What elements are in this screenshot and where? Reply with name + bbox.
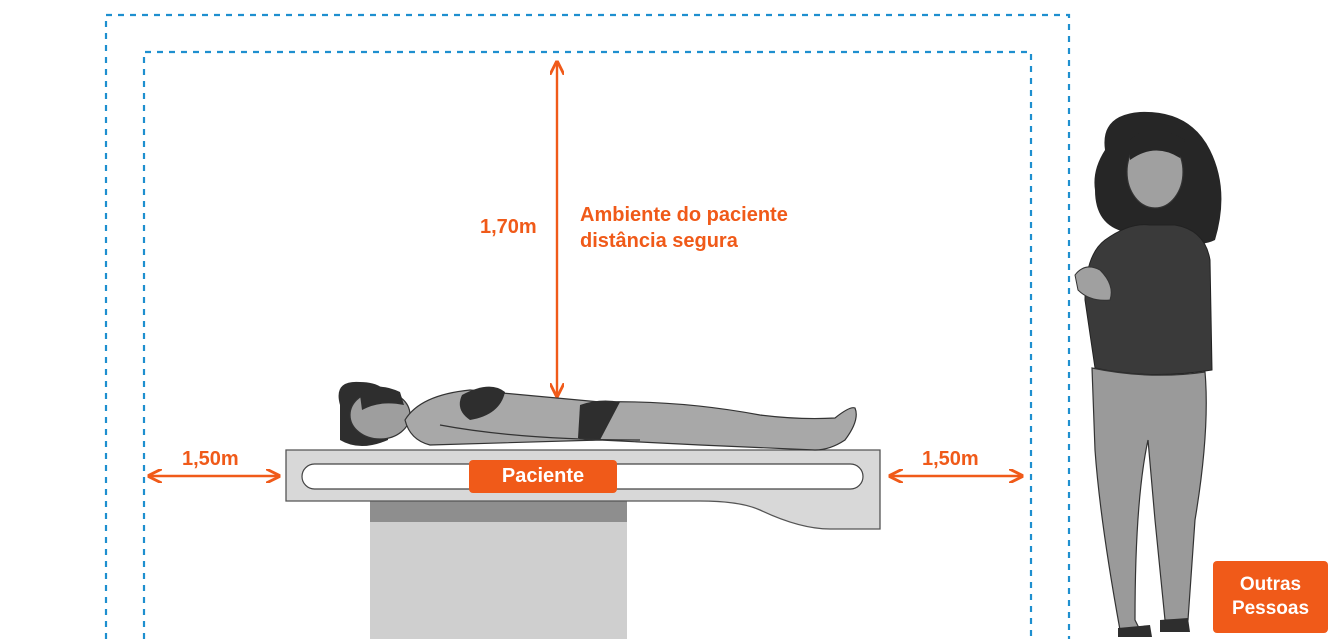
others-badge: Outras Pessoas	[1213, 561, 1328, 633]
patient-badge: Paciente	[469, 460, 617, 493]
right-distance-label: 1,50m	[922, 448, 979, 470]
others-badge-line1: Outras	[1239, 574, 1302, 595]
height-label: 1,70m	[480, 216, 537, 238]
zone-label-line1: Ambiente do paciente	[580, 204, 788, 226]
others-badge-line2: Pessoas	[1231, 598, 1310, 619]
zone-label-line2: distância segura	[580, 230, 738, 252]
left-distance-label: 1,50m	[182, 448, 239, 470]
inner-zone-border	[142, 50, 1033, 639]
outer-zone-border	[104, 13, 1071, 639]
standing-woman-figure	[1074, 111, 1222, 637]
patient-figure	[338, 381, 857, 451]
